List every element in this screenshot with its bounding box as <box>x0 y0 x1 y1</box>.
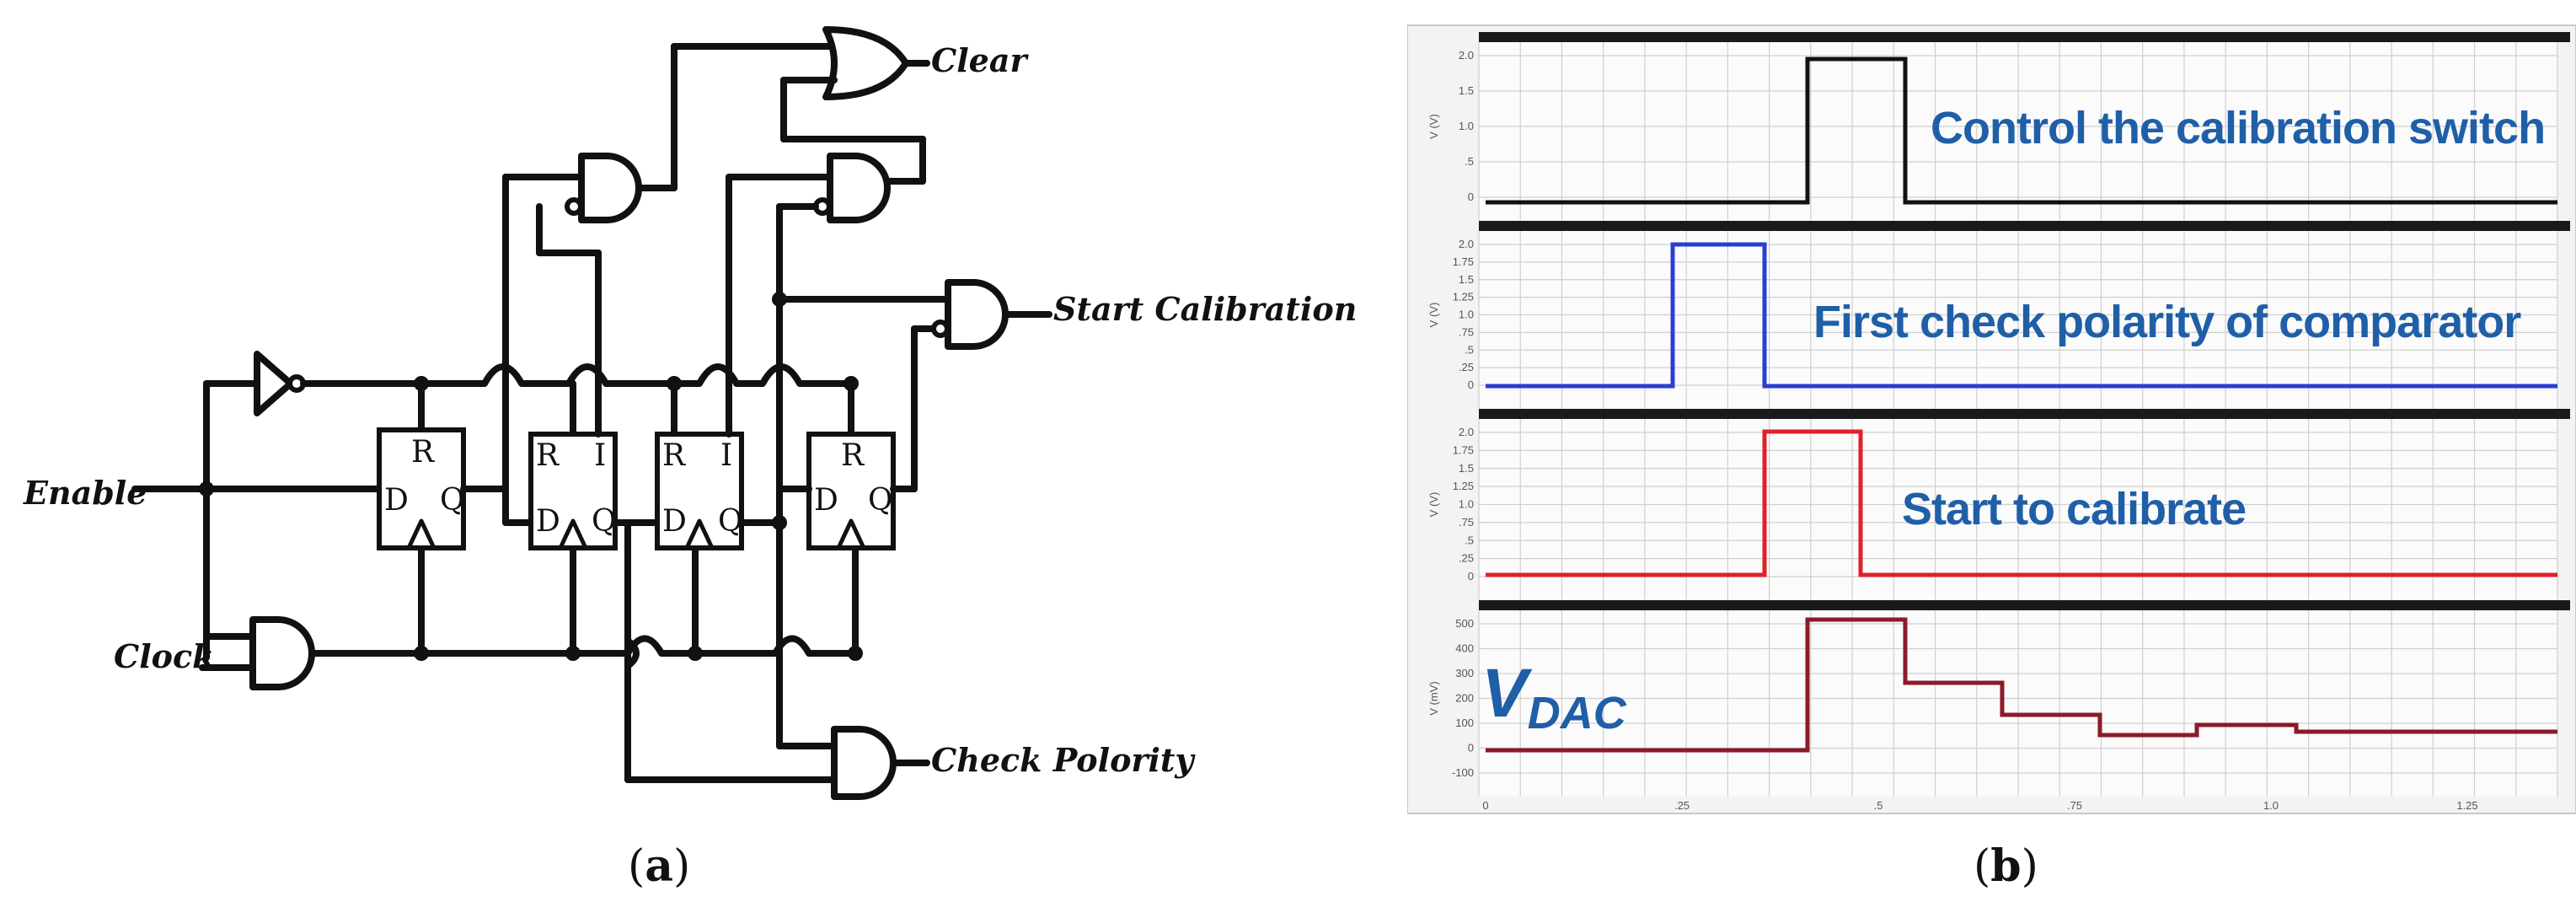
enable-net <box>131 380 383 661</box>
enable-label: Enable <box>23 474 147 512</box>
y-tick-label: 100 <box>1455 717 1474 729</box>
ff3-r-pin: R <box>662 438 686 473</box>
logic-schematic: Enable Clock Clear Start Calibration Che… <box>23 26 1357 892</box>
y-tick-label: 400 <box>1455 642 1474 655</box>
clock-label: Clock <box>114 637 215 675</box>
y-tick-label: 1.0 <box>1459 498 1474 511</box>
y-tick-label: 200 <box>1455 692 1474 705</box>
clock-and-gate <box>249 616 315 690</box>
ff1-r-pin: R <box>411 435 435 470</box>
y-tick-label: 1.25 <box>1453 291 1474 303</box>
waveform-2 <box>1486 242 2557 389</box>
x-tick-label: .25 <box>1674 799 1690 812</box>
pane-3: 2.0 1.75 1.5 1.25 1.0 .75 .5 .25 0 V (V) <box>1427 409 2570 600</box>
flipflop-3: R I D Q <box>655 432 744 550</box>
check-polarity-and-gate <box>831 726 897 800</box>
ff2-i-pin: I <box>594 438 606 473</box>
y-tick-label: 1.0 <box>1459 120 1474 132</box>
pane-1: 2.0 1.5 1.0 .5 0 V (V) <box>1427 32 2570 221</box>
pane-4: 500 400 300 200 100 0 -100 V (mV) <box>1427 600 2570 797</box>
pane-header-bar <box>1479 409 2570 419</box>
y-tick-label: 1.5 <box>1459 273 1474 286</box>
ff2-d-pin: D <box>536 504 560 539</box>
y-tick-label: 300 <box>1455 667 1474 679</box>
y-tick-label: .75 <box>1459 516 1474 529</box>
clock-bus <box>308 545 863 661</box>
y-tick-label: 1.75 <box>1453 255 1474 268</box>
flipflop-2: R I D Q <box>528 432 618 550</box>
y-tick-label: .75 <box>1459 325 1474 338</box>
vdac-label: VDAC <box>1481 655 1627 738</box>
clear-label: Clear <box>931 41 1029 79</box>
y-tick-label: 2.0 <box>1459 238 1474 250</box>
y-tick-label: 1.0 <box>1459 309 1474 321</box>
pane-header-bar <box>1479 221 2570 231</box>
y-axis-label: V (mV) <box>1427 681 1440 715</box>
y-tick-label: .25 <box>1459 361 1474 373</box>
y-tick-label: 500 <box>1455 617 1474 630</box>
y-axis-label: V (V) <box>1427 114 1440 139</box>
ff4-d-pin: D <box>814 483 838 518</box>
clear-or-gate <box>822 26 909 100</box>
pane-header-bar <box>1479 600 2570 610</box>
x-tick-label: .75 <box>2067 799 2082 812</box>
caption-a: (a) <box>628 840 690 892</box>
ff1-d-pin: D <box>384 483 409 518</box>
ff3-d-pin: D <box>662 504 687 539</box>
ff4-r-pin: R <box>841 438 865 473</box>
waveform-3 <box>1486 429 2557 577</box>
trace-3-label: Start to calibrate <box>1902 484 2246 534</box>
waveform-1 <box>1486 56 2557 205</box>
ff4-q-pin: Q <box>868 483 893 518</box>
flipflop-1: R D Q <box>377 427 466 550</box>
y-axis-label: V (V) <box>1427 303 1440 328</box>
pane-2: 2.0 1.75 1.5 1.25 1.0 .75 .5 .25 0 V (V) <box>1427 221 2570 409</box>
y-tick-label: 2.0 <box>1459 426 1474 438</box>
y-tick-label: 1.5 <box>1459 84 1474 97</box>
and-gate-ff1 <box>565 153 642 223</box>
flipflop-4: R D Q <box>806 432 896 550</box>
trace-2-label: First check polarity of comparator <box>1813 297 2521 347</box>
start-calibration-label: Start Calibration <box>1053 290 1357 328</box>
waveform-plot: 2.0 1.5 1.0 .5 0 V (V) 2.0 1.75 1.5 1.25 1.0 .75 .5.… <box>1407 24 2576 892</box>
inverted-enable-bus <box>300 363 859 438</box>
x-tick-label: 1.0 <box>2263 799 2279 812</box>
y-tick-label: .25 <box>1459 552 1474 565</box>
check-polarity-label: Check Polority <box>931 741 1196 779</box>
waveform-4 <box>1486 617 2557 753</box>
y-tick-label: -100 <box>1452 766 1474 779</box>
and-gate-ff3 <box>813 153 891 223</box>
y-tick-label: 0 <box>1468 191 1474 203</box>
caption-b: (b) <box>1974 840 2038 892</box>
plot-area: 2.0 1.5 1.0 .5 0 V (V) 2.0 1.75 1.5 1.25 1.0 .75 .5.… <box>1427 32 2570 812</box>
x-tick-label: 0 <box>1482 799 1488 812</box>
ff2-r-pin: R <box>536 438 560 473</box>
y-axis-label: V (V) <box>1427 492 1440 518</box>
trace-1-label: Control the calibration switch <box>1931 103 2545 153</box>
inverter-gate <box>254 351 306 416</box>
start-calibration-and-gate <box>931 279 1009 350</box>
y-tick-label: 0 <box>1468 570 1474 582</box>
y-tick-label: 0 <box>1468 742 1474 754</box>
y-tick-label: 2.0 <box>1459 49 1474 62</box>
y-tick-label: .5 <box>1465 343 1474 356</box>
y-tick-label: 1.5 <box>1459 462 1474 475</box>
x-tick-label: 1.25 <box>2456 799 2477 812</box>
y-tick-label: 0 <box>1468 378 1474 391</box>
y-tick-label: 1.75 <box>1453 443 1474 456</box>
pane-header-bar <box>1479 32 2570 42</box>
y-tick-label: .5 <box>1465 155 1474 168</box>
y-tick-label: 1.25 <box>1453 480 1474 492</box>
y-tick-label: .5 <box>1465 534 1474 546</box>
x-tick-label: .5 <box>1874 799 1883 812</box>
ff3-i-pin: I <box>720 438 732 473</box>
